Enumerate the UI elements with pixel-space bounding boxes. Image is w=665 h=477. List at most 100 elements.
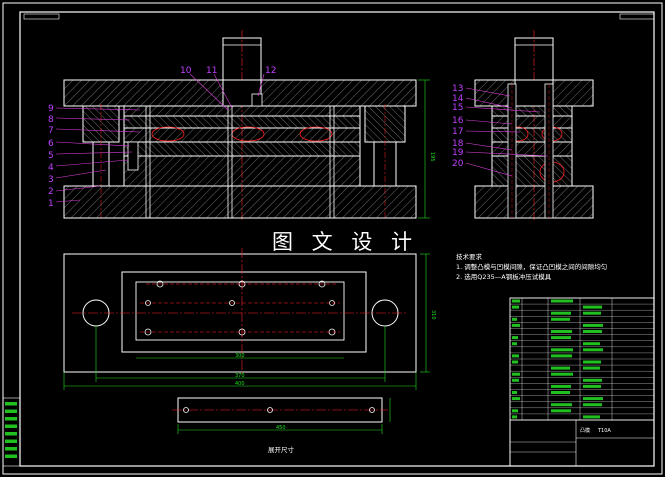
parts-list-cell [551, 409, 571, 413]
parts-list-cell [512, 409, 518, 413]
parts-list-cell [583, 403, 602, 407]
revision-cell [5, 402, 17, 406]
strip-width-dimension: 450 [276, 425, 286, 431]
parts-list-cell [583, 415, 600, 419]
callout-20: 20 [452, 159, 464, 169]
technical-requirement-2: 2. 选用Q235—A钢板冲压试模具 [456, 273, 552, 281]
dim-300: 300 [235, 353, 245, 359]
callout-8: 8 [48, 115, 54, 125]
watermark-text: 图 文 设 计 [272, 230, 419, 254]
parts-list-cell [551, 330, 572, 333]
strip-layout-view: 450 [172, 397, 391, 434]
callout-17: 17 [452, 127, 463, 137]
technical-requirements-heading: 技术要求 [456, 253, 482, 261]
parts-list-cell [583, 323, 603, 327]
parts-list-cell [512, 317, 517, 321]
callout-9: 9 [48, 104, 54, 114]
callout-18: 18 [452, 139, 464, 149]
parts-list-cell [512, 360, 518, 364]
cavity-plan-outline [135, 281, 345, 341]
dim-370: 370 [235, 373, 245, 379]
parts-list-cell [583, 348, 603, 352]
revision-cell [5, 454, 17, 458]
technical-requirements: 技术要求 1. 调整凸模与凹模间隙，保证凸凹模之间的间隙均匀 2. 选用Q235… [456, 252, 607, 282]
inner-frame [19, 11, 655, 467]
revision-cell [5, 409, 17, 413]
parts-list-cell [512, 372, 520, 376]
punch-head [251, 93, 263, 107]
drawing-number-box [23, 13, 60, 20]
revision-cell [5, 439, 17, 443]
side-section-view [465, 30, 594, 222]
parts-list-cell [583, 330, 602, 333]
plan-dimensions [63, 253, 430, 390]
screw-holes [144, 280, 336, 336]
technical-requirement-1: 1. 调整凸模与凹模间隙，保证凸凹模之间的间隙均匀 [456, 263, 608, 271]
parts-list-cell [512, 397, 520, 401]
parts-list-cell [583, 384, 601, 388]
die-plate [123, 141, 361, 157]
callout-10: 10 [180, 66, 192, 76]
dim-400: 400 [235, 381, 245, 387]
parts-list-cell [551, 366, 570, 370]
parts-list-cell [512, 299, 520, 303]
parts-list-cell [583, 397, 603, 401]
leader-lines-left [55, 73, 265, 203]
parts-list-cell [512, 342, 517, 346]
parts-list-cell [512, 305, 519, 309]
callout-5: 5 [48, 151, 54, 161]
parts-list-cell [551, 336, 571, 340]
parts-list-cell [583, 311, 601, 315]
parts-list-cell [551, 299, 573, 303]
callout-16: 16 [452, 116, 464, 126]
rubber-pad-right [299, 126, 333, 142]
drawing-number-box-right [619, 13, 655, 20]
callout-3: 3 [48, 175, 54, 185]
callout-12: 12 [265, 66, 276, 76]
parts-list-cell [512, 323, 520, 327]
parts-list-cell [551, 403, 572, 407]
title-block-mark: T10A [597, 428, 611, 434]
callout-1: 1 [48, 199, 54, 209]
parts-list-cell [512, 336, 518, 340]
parts-list-cell [583, 342, 600, 346]
revision-cell [5, 447, 17, 451]
height-dimension-value: 195 [429, 152, 435, 162]
parts-list-table: 凸模 T10A [509, 297, 655, 467]
parts-list-cell [583, 360, 601, 364]
parts-list-cell [512, 415, 517, 419]
parts-list-cell [583, 378, 602, 382]
callout-19: 19 [452, 148, 464, 158]
plan-view: 300 370 400 310 [63, 248, 436, 390]
parts-list-cell [583, 305, 602, 309]
callout-4: 4 [48, 163, 54, 173]
callout-7: 7 [48, 126, 54, 136]
side-lower-plate [474, 185, 594, 219]
lower-die-plate [63, 185, 417, 219]
title-block [509, 419, 655, 467]
parts-list-cell [551, 311, 571, 315]
parts-list-cell [512, 354, 519, 358]
callout-6: 6 [48, 139, 54, 149]
parts-list-cell [551, 384, 571, 388]
callout-15: 15 [452, 103, 463, 113]
revision-cell [5, 432, 17, 436]
strip-caption: 展开尺寸 [268, 446, 294, 454]
callout-13: 13 [452, 84, 463, 94]
revision-table [2, 397, 21, 467]
revision-cell [5, 417, 17, 421]
part-number-callouts: 1 2 3 4 5 6 7 8 9 10 11 12 [48, 66, 276, 209]
callout-2: 2 [48, 187, 54, 197]
stop-pin [127, 141, 139, 171]
punch-plate [123, 115, 361, 129]
side-part-number-callouts: 13 14 15 16 17 18 19 20 [452, 84, 464, 169]
front-section-view: 195 [55, 30, 435, 222]
parts-list-cell [583, 366, 600, 370]
parts-list-cell [551, 391, 570, 394]
die-plan-outline [121, 271, 367, 353]
backing-plate [123, 105, 361, 117]
callout-14: 14 [452, 94, 464, 104]
title-block-name: 凸模 [580, 427, 590, 434]
